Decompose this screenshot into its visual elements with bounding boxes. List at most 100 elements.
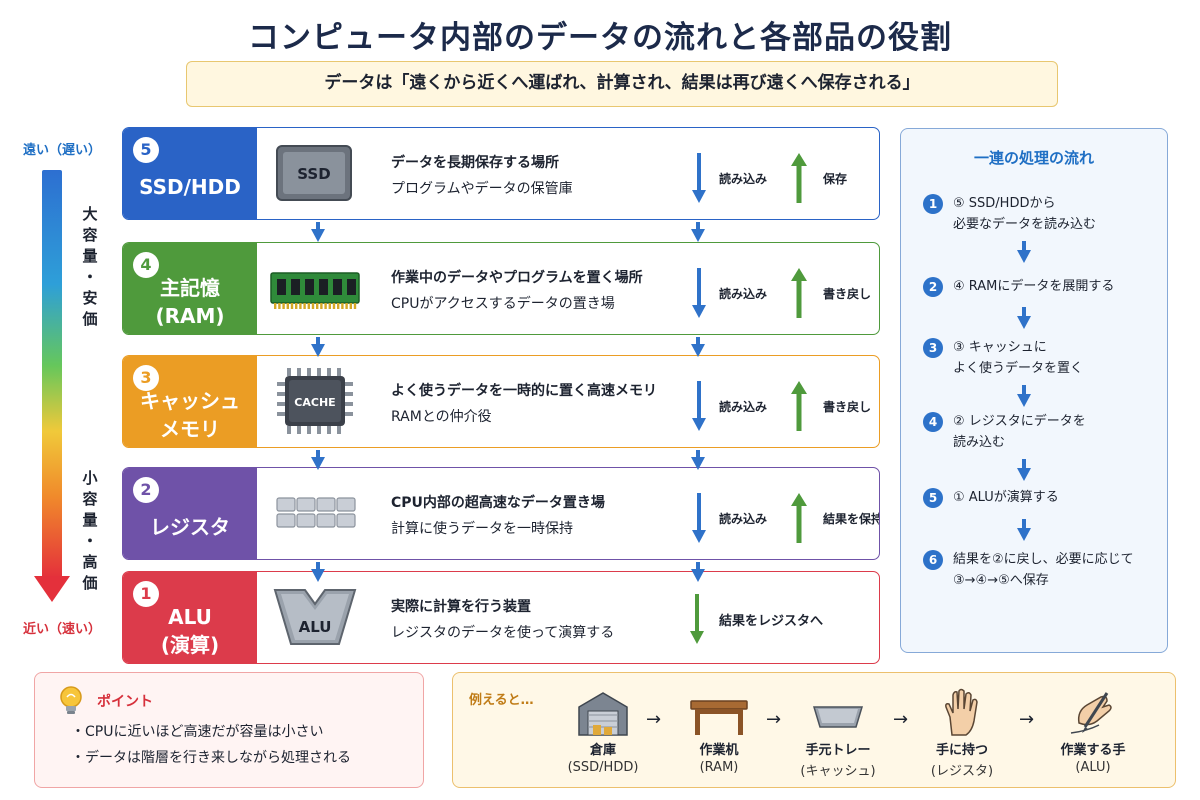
capacity-large-label: 大容量・安価 — [78, 204, 102, 330]
read-label: 読み込み — [719, 512, 768, 526]
analogy-sublabel: (SSD/HDD) — [567, 760, 639, 775]
save-arrow-up-icon — [791, 493, 807, 543]
flow-down-arrow-icon — [310, 450, 326, 470]
tier-name-line: キャッシュ — [140, 389, 240, 413]
tier-name-line: SSD/HDD — [139, 175, 241, 199]
read-label: 読み込み — [719, 400, 768, 414]
flow-step-line: ① ALUが演算する — [953, 490, 1059, 505]
read-arrow-down-icon — [692, 493, 706, 543]
warehouse-icon — [548, 683, 658, 737]
flow-step-line: ⑤ SSD/HDDから — [953, 196, 1056, 211]
analogy-box: 例えると… 倉庫 (SSD/HDD) 作業机 (RAM) 手元トレー (キャッシ… — [452, 672, 1176, 788]
gauge-top-label: 遠い（遅い） — [22, 143, 101, 158]
tier-tag: 4 主記憶(RAM) — [123, 243, 257, 334]
flow-step-line: よく使うデータを置く — [953, 361, 1084, 376]
tier-name-line: 主記憶 — [160, 276, 220, 300]
tier-name-line: レジスタ — [150, 515, 230, 539]
flow-step-line: ④ RAMにデータを展開する — [953, 279, 1115, 294]
tier-description: 実際に計算を行う装置 — [391, 599, 531, 615]
ram-icon — [269, 253, 361, 323]
flow-step-arrow-icon — [1017, 519, 1031, 541]
tier-card: 1 ALU(演算) ALU 実際に計算を行う装置 レジスタのデータを使って演算す… — [122, 571, 880, 664]
tier-description: データを長期保存する場所 — [391, 155, 559, 171]
flow-step-text: ① ALUが演算する — [953, 487, 1163, 508]
analogy-item: 作業する手 (ALU) — [1038, 683, 1148, 775]
analogy-sublabel: (ALU) — [1075, 760, 1111, 775]
flow-step-text: ⑤ SSD/HDDから必要なデータを読み込む — [953, 193, 1163, 235]
svg-text:SSD: SSD — [297, 165, 330, 183]
tier-name-line: ALU — [168, 605, 212, 629]
save-arrow-up-icon — [791, 268, 807, 318]
analogy-label: 作業机 — [699, 743, 739, 758]
alu-icon: ALU — [269, 582, 361, 652]
cache-chip-icon: CACHE — [269, 366, 361, 436]
tier-subdescription: プログラムやデータの保管庫 — [391, 181, 573, 197]
tier-name-line: (RAM) — [155, 304, 225, 328]
flow-step-line: 読み込む — [953, 435, 1006, 450]
flow-step-line: ② レジスタにデータを — [953, 414, 1086, 429]
tier-subdescription: CPUがアクセスするデータの置き場 — [391, 296, 615, 312]
analogy-sublabel: (キャッシュ) — [800, 764, 876, 779]
save-label: 保存 — [823, 172, 848, 186]
point-title: ポイント — [97, 694, 153, 710]
point-bullet-1: ・CPUに近いほど高速だが容量は小さい — [71, 724, 324, 740]
capacity-char: 価 — [82, 574, 98, 592]
capacity-char: ・ — [82, 268, 98, 286]
tier-card: 4 主記憶(RAM) 作業中のデータやプログラムを置く場所 CPUがアクセスする… — [122, 242, 880, 335]
flow-down-arrow-icon — [690, 562, 706, 582]
flow-step-number: 3 — [923, 338, 943, 358]
ssd-icon: SSD — [269, 138, 361, 208]
result-arrow-down-icon — [690, 594, 704, 644]
lightbulb-icon — [60, 686, 82, 714]
svg-text:CACHE: CACHE — [294, 396, 335, 409]
analogy-arrow-icon: → — [893, 709, 909, 730]
tier-tag: 2 レジスタ — [123, 468, 257, 559]
flow-down-arrow-icon — [310, 337, 326, 357]
tier-card: 2 レジスタ CPU内部の超高速なデータ置き場 計算に使うデータを一時保持読み込… — [122, 467, 880, 560]
capacity-small-label: 小容量・高価 — [78, 468, 102, 594]
tier-card: 3 キャッシュメモリ CACHE よく使うデータを一時的に置く高速メモリ RAM… — [122, 355, 880, 448]
save-arrow-up-icon — [791, 381, 807, 431]
capacity-char: 価 — [82, 310, 98, 328]
tier-name-line: メモリ — [160, 417, 220, 441]
tier-tag: 3 キャッシュメモリ — [123, 356, 257, 447]
flow-down-arrow-icon — [310, 562, 326, 582]
point-box: ポイント ・CPUに近いほど高速だが容量は小さい ・データは階層を行き来しながら… — [34, 672, 424, 788]
capacity-char: 量 — [82, 247, 98, 265]
flow-step-number: 5 — [923, 488, 943, 508]
tier-card: 5 SSD/HDD SSD データを長期保存する場所 プログラムやデータの保管庫… — [122, 127, 880, 220]
flow-step-text: ③ キャッシュによく使うデータを置く — [953, 337, 1163, 379]
speed-gauge-bar — [42, 170, 62, 578]
tier-description: CPU内部の超高速なデータ置き場 — [391, 495, 605, 511]
process-flow-title: 一連の処理の流れ — [973, 149, 1094, 167]
capacity-char: 大 — [82, 205, 98, 223]
read-label: 読み込み — [719, 172, 768, 186]
tier-number-badge: 5 — [133, 137, 159, 163]
point-bullet-2: ・データは階層を行き来しながら処理される — [71, 750, 351, 766]
read-label: 読み込み — [719, 287, 768, 301]
capacity-char: 量 — [82, 511, 98, 529]
tier-subdescription: RAMとの仲介役 — [391, 409, 492, 425]
analogy-item: 手元トレー (キャッシュ) — [783, 683, 893, 779]
tier-number-badge: 2 — [133, 477, 159, 503]
tier-description: よく使うデータを一時的に置く高速メモリ — [391, 383, 657, 399]
flow-step-line: ③ キャッシュに — [953, 340, 1047, 355]
analogy-item: 手に持つ (レジスタ) — [907, 683, 1017, 779]
flow-step-text: ② レジスタにデータを読み込む — [953, 411, 1163, 453]
flow-down-arrow-icon — [690, 222, 706, 242]
page-title: コンピュータ内部のデータの流れと各部品の役割 — [248, 20, 952, 56]
flow-step-line: 結果を②に戻し、必要に応じて — [953, 552, 1134, 567]
tier-description: 作業中のデータやプログラムを置く場所 — [391, 270, 643, 286]
hand-icon — [907, 683, 1017, 737]
analogy-label: 手元トレー — [805, 743, 871, 758]
flow-step-number: 1 — [923, 194, 943, 214]
analogy-arrow-icon: → — [646, 709, 662, 730]
tier-number-badge: 3 — [133, 365, 159, 391]
save-label: 書き戻し — [823, 400, 872, 414]
subtitle-banner: データは「遠くから近くへ運ばれ、計算され、結果は再び遠くへ保存される」 — [186, 61, 1058, 107]
capacity-char: 容 — [82, 226, 98, 244]
analogy-label: 手に持つ — [935, 743, 988, 758]
svg-text:ALU: ALU — [299, 618, 332, 636]
